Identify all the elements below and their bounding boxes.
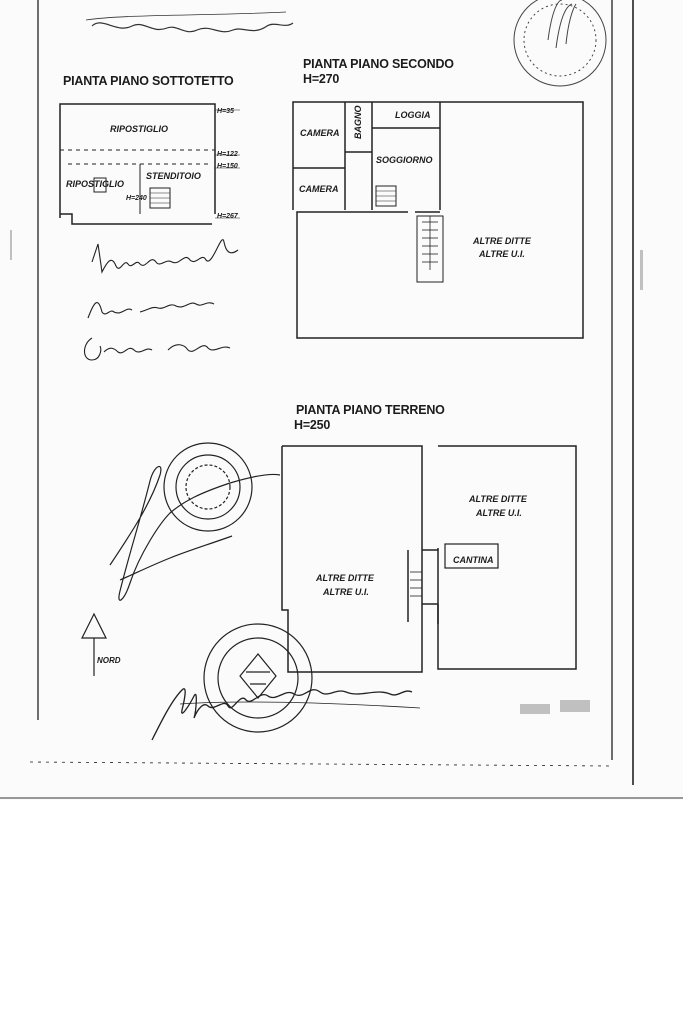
room-ripostiglio-upper: RIPOSTIGLIO — [110, 124, 169, 134]
height-label: H=267 — [217, 213, 238, 220]
altre-ui-label: ALTRE U.I. — [323, 587, 369, 597]
stamp-left — [163, 442, 253, 532]
height-label: H=122 — [217, 151, 238, 158]
height-terreno: H=250 — [294, 417, 331, 432]
altre-ditte-label: ALTRE DITTE — [469, 494, 527, 504]
room-camera-lower: CAMERA — [299, 184, 339, 194]
scan-noise — [10, 230, 643, 714]
room-cantina: CANTINA — [453, 555, 494, 565]
document-sheet — [0, 0, 683, 800]
plan-secondo — [292, 101, 584, 339]
height-label: H=240 — [126, 195, 147, 202]
notary-seal-bottom — [203, 623, 313, 733]
plan-terreno — [281, 445, 577, 673]
room-stenditoio: STENDITOIO — [146, 171, 201, 181]
notary-stamp-top — [513, 0, 607, 87]
plan-sottotetto — [59, 103, 240, 225]
title-terreno: PIANTA PIANO TERRENO — [296, 402, 445, 417]
north-label: NORD — [97, 656, 121, 665]
height-secondo: H=270 — [303, 71, 340, 86]
handwritten-signatures — [83, 239, 239, 361]
height-label: H=35 — [217, 108, 234, 115]
title-sottotetto: PIANTA PIANO SOTTOTETTO — [63, 73, 234, 88]
title-secondo: PIANTA PIANO SECONDO — [303, 56, 454, 71]
north-arrow-icon — [81, 612, 107, 676]
top-handwriting — [85, 11, 294, 33]
room-soggiorno: SOGGIORNO — [376, 155, 433, 165]
height-label: H=150 — [217, 163, 238, 170]
altre-ui-label: ALTRE U.I. — [476, 508, 522, 518]
room-camera-upper: CAMERA — [300, 128, 340, 138]
bottom-signature — [151, 688, 421, 741]
altre-ui-label: ALTRE U.I. — [479, 249, 525, 259]
room-ripostiglio-lower: RIPOSTIGLIO — [66, 179, 125, 189]
room-bagno: BAGNO — [353, 105, 363, 140]
altre-ditte-label: ALTRE DITTE — [316, 573, 374, 583]
room-loggia: LOGGIA — [395, 110, 431, 120]
altre-ditte-label: ALTRE DITTE — [473, 236, 531, 246]
left-signature — [109, 465, 281, 601]
